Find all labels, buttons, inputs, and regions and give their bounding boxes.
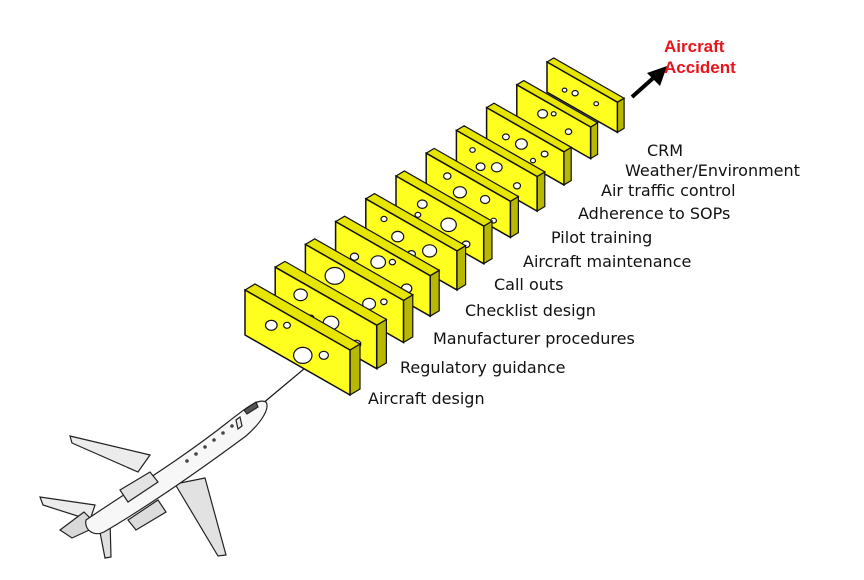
slice-hole	[380, 215, 388, 223]
label-regulatory-guidance: Regulatory guidance	[400, 358, 566, 377]
slice-face	[244, 288, 351, 397]
business-jet-icon	[39, 400, 268, 559]
slice-hole	[292, 346, 313, 364]
slice-side	[483, 220, 493, 265]
slice-side	[402, 293, 414, 344]
slice-hole	[561, 87, 568, 93]
label-aircraft-design: Aircraft design	[368, 389, 485, 408]
label-crm: CRM	[647, 141, 684, 160]
slice-hole	[349, 252, 360, 261]
slice-hole	[370, 255, 387, 270]
slice-hole	[475, 162, 486, 172]
slice-hole	[388, 258, 397, 266]
slice-hole	[391, 230, 405, 243]
slice-hole	[512, 182, 522, 190]
slice-hole	[550, 111, 557, 117]
slice-hole	[529, 157, 537, 164]
slice-side	[563, 146, 572, 186]
outcome-line-2: Accident	[664, 58, 736, 78]
aircraft-accident-label: Aircraft Accident	[664, 36, 736, 79]
slice-side	[376, 318, 387, 370]
slice-hole	[442, 172, 452, 180]
slice-side	[349, 342, 361, 397]
slice-side	[456, 244, 467, 291]
label-air-traffic-control: Air traffic control	[601, 181, 736, 200]
label-aircraft-maintenance: Aircraft maintenance	[523, 252, 692, 271]
slice-side	[509, 195, 520, 239]
slice-side	[536, 170, 546, 213]
slice-hole	[540, 150, 549, 158]
slice-hole	[283, 321, 292, 329]
label-pilot-training: Pilot training	[551, 228, 653, 247]
slice-face	[395, 174, 485, 265]
cheese-slice	[243, 283, 362, 397]
slice-hole	[318, 350, 329, 360]
slice-hole	[469, 147, 476, 153]
slice-hole	[479, 194, 491, 205]
slice-side	[589, 121, 599, 160]
label-weather-environment: Weather/Environment	[625, 161, 800, 180]
slice-hole	[514, 138, 528, 150]
slice-hole	[571, 89, 579, 97]
label-call-outs: Call outs	[494, 275, 564, 294]
slice-hole	[501, 133, 510, 141]
cheese-slice	[455, 125, 546, 213]
cheese-slice	[545, 57, 626, 134]
slice-hole	[414, 211, 422, 218]
slice-hole	[490, 162, 503, 173]
slice-hole	[380, 298, 388, 306]
cheese-slice	[485, 102, 573, 187]
outcome-line-1: Aircraft	[664, 37, 725, 56]
slice-hole	[293, 288, 308, 302]
cheese-slice	[425, 147, 520, 239]
cheese-slices	[243, 57, 626, 397]
slice-hole	[593, 101, 600, 107]
slice-hole	[264, 319, 278, 331]
slice-hole	[422, 244, 438, 258]
label-checklist-design: Checklist design	[465, 301, 596, 320]
label-adherence-to-sops: Adherence to SOPs	[578, 204, 731, 223]
slice-face	[546, 60, 619, 134]
slice-face	[516, 83, 592, 160]
slice-hole	[537, 109, 549, 119]
slice-side	[429, 269, 440, 318]
slice-hole	[440, 217, 457, 233]
cheese-slice	[515, 79, 599, 160]
slice-hole	[416, 199, 428, 209]
slice-side	[616, 97, 625, 134]
label-manufacturer-procedures: Manufacturer procedures	[433, 329, 635, 348]
slice-hole	[452, 186, 467, 199]
trajectory-arrow-icon	[630, 66, 667, 99]
slice-hole	[564, 128, 573, 136]
cheese-slice	[394, 170, 494, 265]
slice-hole	[324, 266, 346, 285]
